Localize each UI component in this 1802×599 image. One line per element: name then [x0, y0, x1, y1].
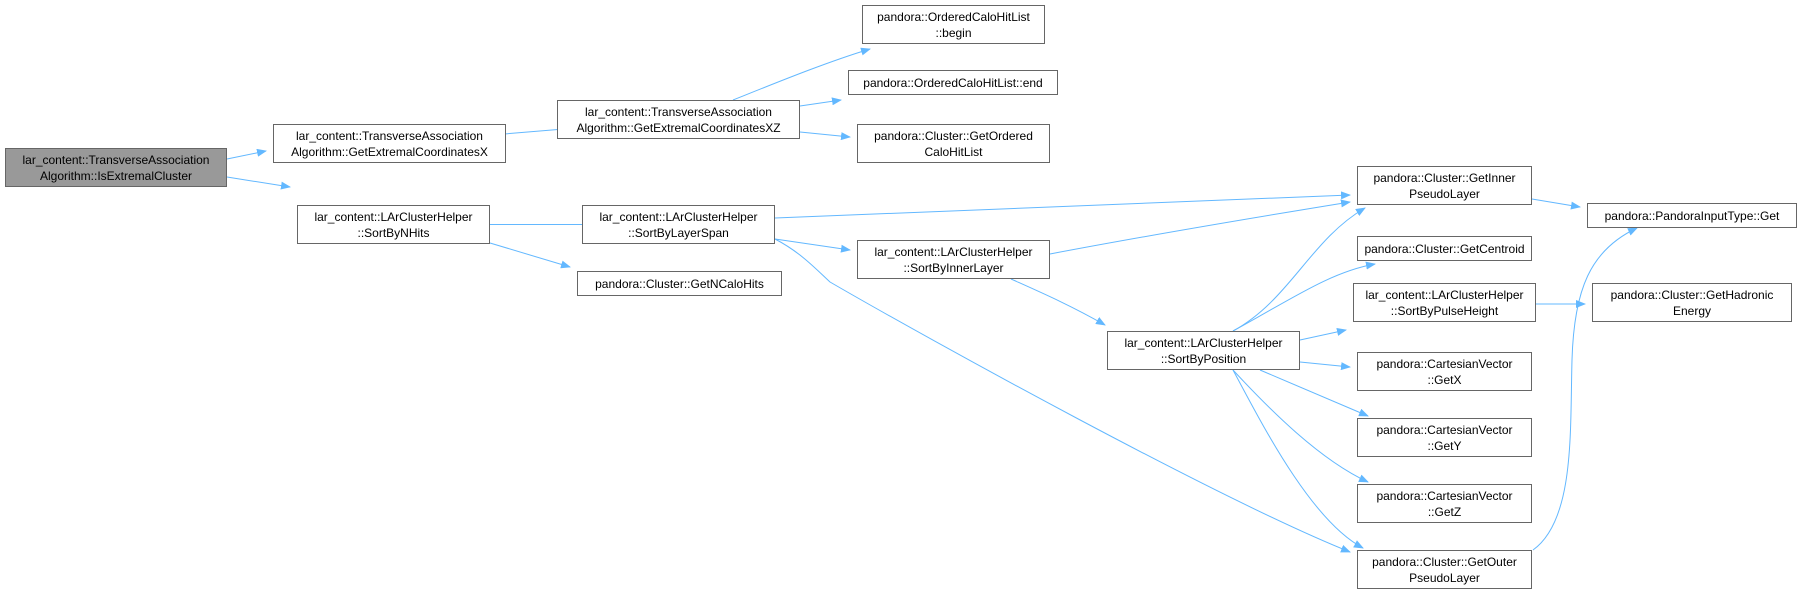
call-edges [226, 47, 1638, 553]
edge-sortByPosition-to-getZ [1232, 369, 1369, 483]
edge-sortByNHits-to-getNCaloHits [489, 242, 571, 269]
node-label-line: pandora::Cluster::GetHadronic [1610, 287, 1774, 302]
node-label-line: pandora::CartesianVector [1376, 488, 1513, 503]
node-label-line: Energy [1672, 303, 1712, 318]
edge-sortByPosition-to-sortByPulseHeight [1299, 328, 1347, 341]
node-label-line: lar_content::LArClusterHelper [874, 244, 1033, 259]
node-label-line: ::SortByPulseHeight [1390, 303, 1499, 318]
node-ochlEnd[interactable]: pandora::OrderedCaloHitList::end [848, 70, 1058, 95]
edge-sortByLayerSpan-to-getInner [774, 191, 1351, 219]
node-label-line: pandora::CartesianVector [1376, 356, 1513, 371]
node-sortByPulseHeight[interactable]: lar_content::LArClusterHelper::SortByPul… [1353, 283, 1536, 322]
node-sortByInnerLayer[interactable]: lar_content::LArClusterHelper::SortByInn… [857, 240, 1050, 279]
node-label-line: lar_content::LArClusterHelper [1124, 335, 1283, 350]
edge-sortByLayerSpan-to-sortByInnerLayer [774, 238, 851, 253]
edge-sortByPosition-to-getOuter [1232, 369, 1364, 549]
node-label-line: pandora::Cluster::GetOuter [1372, 554, 1517, 569]
node-label-line: pandora::Cluster::GetInner [1373, 170, 1516, 185]
node-label-line: PseudoLayer [1409, 186, 1480, 201]
edge-root-to-getExtremalX [226, 148, 267, 160]
edge-sortByPosition-to-getInner [1232, 207, 1366, 332]
node-label-line: pandora::Cluster::GetCentroid [1364, 241, 1525, 256]
node-label-line: lar_content::LArClusterHelper [599, 209, 758, 224]
node-getCentroid[interactable]: pandora::Cluster::GetCentroid [1357, 236, 1532, 261]
edge-sortByInnerLayer-to-sortByPosition [1010, 278, 1106, 326]
node-label-line: ::begin [935, 25, 972, 40]
node-label-line: Algorithm::GetExtremalCoordinatesXZ [576, 120, 781, 135]
node-getNCaloHits[interactable]: pandora::Cluster::GetNCaloHits [577, 271, 782, 296]
edge-sortByPosition-to-getX [1299, 361, 1351, 371]
node-label-line: pandora::Cluster::GetNCaloHits [595, 276, 764, 291]
edge-getExtremalXZ-to-ochlEnd [799, 97, 842, 107]
node-label-line: ::SortByLayerSpan [628, 225, 729, 240]
node-inputGet[interactable]: pandora::PandoraInputType::Get [1587, 203, 1797, 228]
node-label-line: ::SortByPosition [1160, 351, 1247, 366]
node-getY[interactable]: pandora::CartesianVector::GetY [1357, 418, 1532, 457]
node-label-line: lar_content::TransverseAssociation [22, 152, 210, 167]
node-label-line: ::GetX [1427, 372, 1462, 387]
node-label-line: ::GetY [1427, 438, 1462, 453]
node-label-line: pandora::PandoraInputType::Get [1604, 208, 1780, 223]
edge-sortByLayerSpan-to-getOuter [774, 238, 1351, 553]
node-sortByPosition[interactable]: lar_content::LArClusterHelper::SortByPos… [1107, 331, 1300, 370]
node-sortByLayerSpan[interactable]: lar_content::LArClusterHelper::SortByLay… [582, 205, 775, 244]
node-label-line: lar_content::TransverseAssociation [585, 104, 772, 119]
edge-sortByPosition-to-getCentroid [1232, 261, 1376, 332]
node-label-line: ::GetZ [1427, 504, 1462, 519]
node-label-line: lar_content::TransverseAssociation [296, 128, 483, 143]
node-label-line: pandora::CartesianVector [1376, 422, 1513, 437]
node-label-line: ::SortByNHits [357, 225, 430, 240]
node-label-line: lar_content::LArClusterHelper [1365, 287, 1524, 302]
edge-getOuter-to-inputGet [1532, 227, 1638, 551]
edge-sortByInnerLayer-to-getInner [1049, 199, 1351, 255]
node-label-line: CaloHitList [924, 144, 983, 159]
edge-root-to-sortByNHits [226, 176, 291, 190]
node-label-line: Algorithm::GetExtremalCoordinatesX [291, 144, 488, 159]
edge-getInner-to-inputGet [1531, 198, 1581, 210]
node-label-line: pandora::Cluster::GetOrdered [874, 128, 1033, 143]
node-label-line: Algorithm::IsExtremalCluster [39, 168, 193, 183]
node-ochlBegin[interactable]: pandora::OrderedCaloHitList::begin [862, 5, 1045, 44]
edge-getExtremalXZ-to-ochlBegin [732, 47, 871, 101]
node-getX[interactable]: pandora::CartesianVector::GetX [1357, 352, 1532, 391]
node-getZ[interactable]: pandora::CartesianVector::GetZ [1357, 484, 1532, 523]
node-label-line: pandora::OrderedCaloHitList [877, 9, 1030, 24]
node-label-line: pandora::OrderedCaloHitList::end [863, 75, 1043, 90]
node-sortByNHits[interactable]: lar_content::LArClusterHelper::SortByNHi… [297, 205, 490, 244]
edge-getExtremalXZ-to-getOrdered [799, 131, 851, 141]
node-label-line: ::SortByInnerLayer [903, 260, 1004, 275]
node-label-line: lar_content::LArClusterHelper [314, 209, 473, 224]
node-label-line: PseudoLayer [1409, 570, 1480, 585]
edge-sortByPosition-to-getY [1259, 369, 1369, 417]
